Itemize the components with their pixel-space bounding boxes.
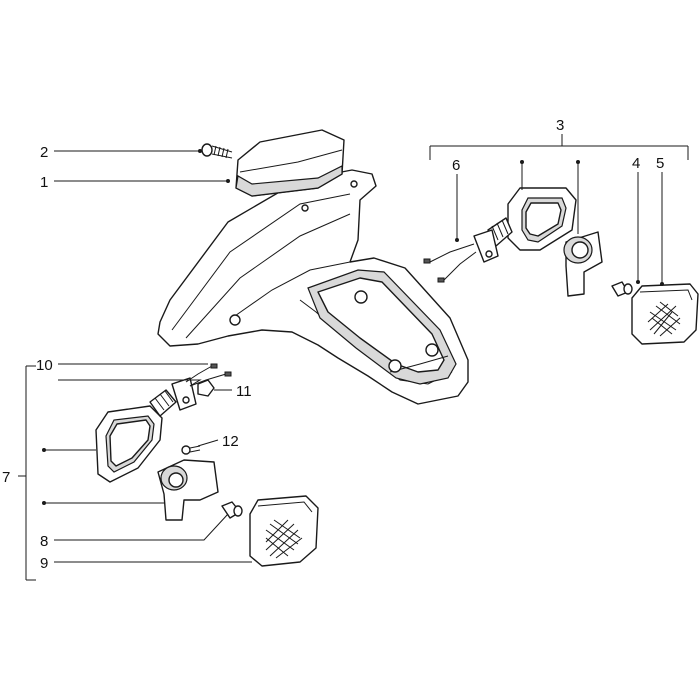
callout-labels: 1 2 3 4 5 6 7 8 9 10 11 12 xyxy=(2,117,664,572)
callout-9: 9 xyxy=(40,555,48,572)
right-indicator-assembly xyxy=(423,187,699,345)
leader-lines xyxy=(18,134,689,581)
callout-3: 3 xyxy=(556,117,564,134)
callout-11: 11 xyxy=(236,383,252,400)
callout-1: 1 xyxy=(40,174,48,191)
callout-12: 12 xyxy=(222,433,239,450)
callout-8: 8 xyxy=(40,533,48,550)
callout-2: 2 xyxy=(40,144,48,161)
callout-6: 6 xyxy=(452,157,460,174)
callout-5: 5 xyxy=(656,155,664,172)
callout-4: 4 xyxy=(632,155,640,172)
mudguard-license-holder xyxy=(157,169,469,405)
callout-7: 7 xyxy=(2,469,10,486)
left-indicator-assembly xyxy=(95,363,319,567)
callout-10: 10 xyxy=(36,357,53,374)
part-2-screw xyxy=(201,143,233,159)
part-1-license-lamp xyxy=(235,129,345,197)
